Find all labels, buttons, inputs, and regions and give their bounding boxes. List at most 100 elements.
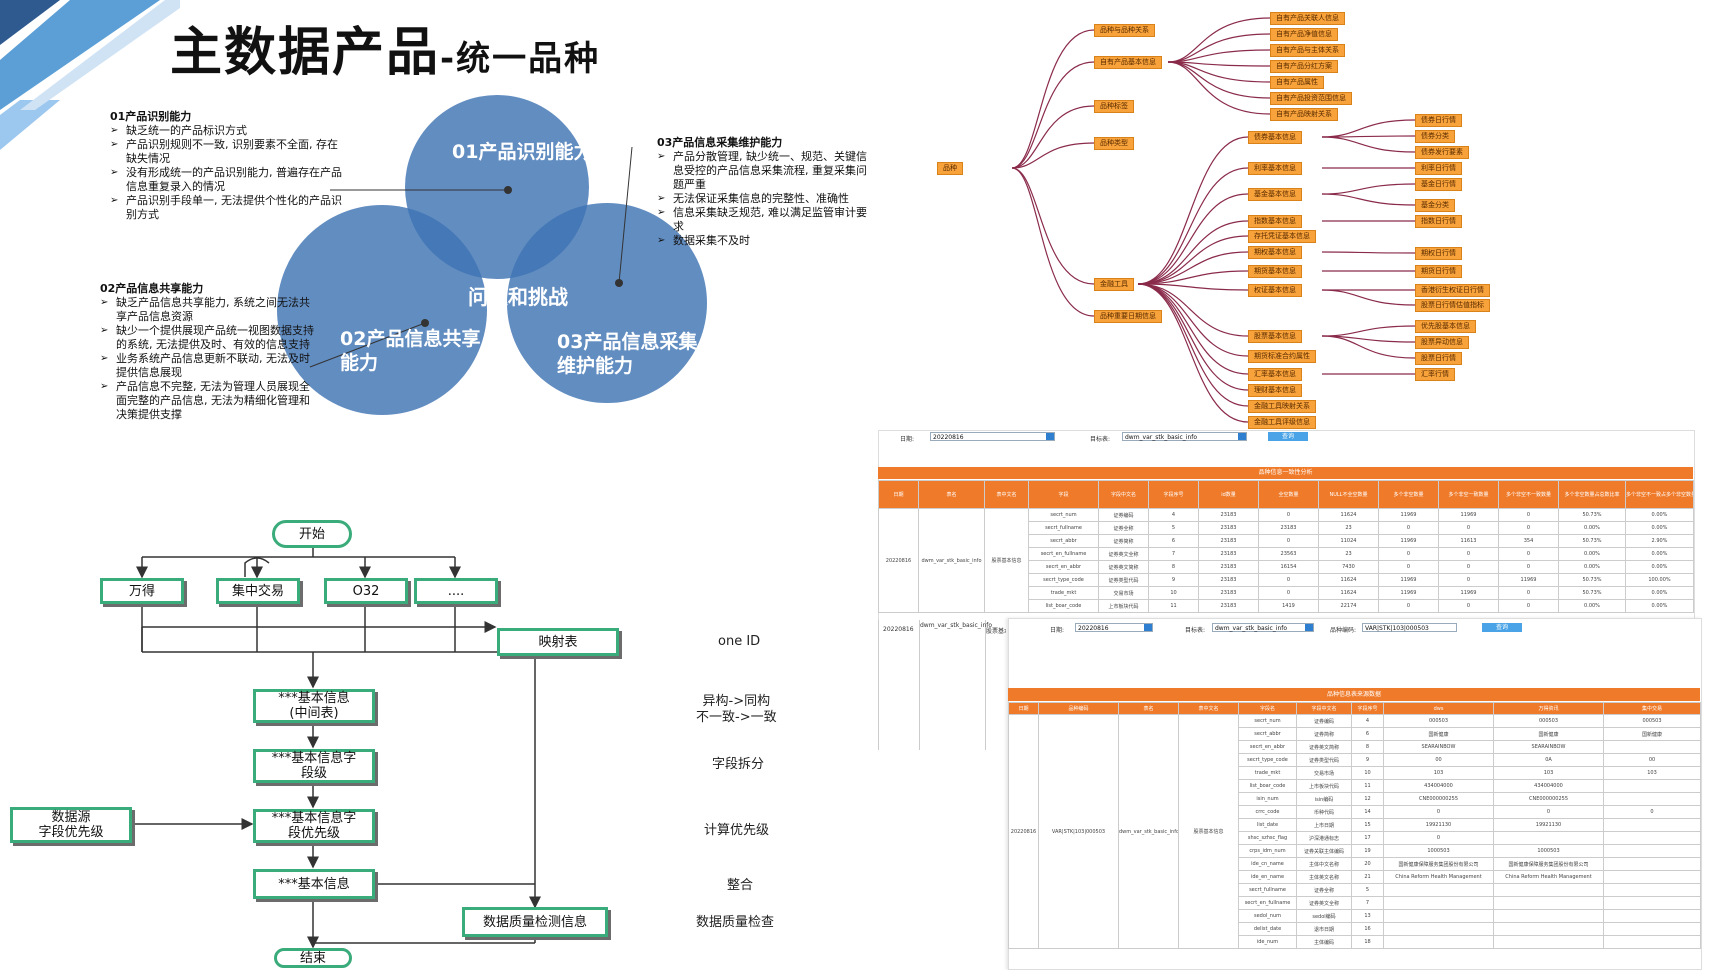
table-cell: 11969 bbox=[1378, 534, 1439, 548]
table-cell: 国新健康 bbox=[1383, 727, 1494, 741]
consistency-table-continuation bbox=[878, 620, 1010, 750]
table-cell: 50.73% bbox=[1558, 586, 1626, 600]
block-01-heading: 01产品识别能力 bbox=[110, 110, 192, 123]
table-cell: 000503 bbox=[1383, 714, 1494, 728]
table-cell: 6 bbox=[1148, 534, 1199, 548]
table-cell: 00 bbox=[1383, 753, 1494, 767]
date-cell: 20220816 bbox=[878, 508, 919, 613]
table-cell: 11969 bbox=[1378, 586, 1439, 600]
table-cell: 4 bbox=[1351, 714, 1384, 728]
flow-data-quality: 数据质量检测信息 bbox=[462, 907, 608, 937]
block-02-item: 业务系统产品信息更新不联动, 无法及时提供信息展现 bbox=[100, 352, 320, 380]
mindmap-root: 品种 bbox=[937, 162, 963, 175]
chevron-down-icon bbox=[1238, 433, 1246, 440]
table-header: 字段序号 bbox=[1148, 480, 1199, 509]
target-select-2[interactable]: dwm_var_stk_basic_info bbox=[1212, 623, 1314, 632]
table-cell: 证券英文简称 bbox=[1098, 560, 1149, 574]
flow-source-wind: 万得 bbox=[100, 578, 184, 604]
block-03-item: 信息采集缺乏规范, 难以满足监管审计要求 bbox=[657, 206, 867, 234]
table-cell: secrt_abbr bbox=[1238, 727, 1297, 741]
table-cell: 11624 bbox=[1318, 573, 1379, 587]
table-cell: secrt_en_abbr bbox=[1028, 560, 1099, 574]
table-cell bbox=[1603, 831, 1701, 845]
table-cell: 0 bbox=[1383, 831, 1494, 845]
table-cell: 103 bbox=[1603, 766, 1701, 780]
flow-source-more: .... bbox=[414, 578, 498, 604]
mindmap-node: 指数日行情 bbox=[1415, 215, 1462, 228]
code-label: 品种编码: bbox=[1330, 627, 1357, 634]
table-cell bbox=[1603, 844, 1701, 858]
target-select[interactable]: dwm_var_stk_basic_info bbox=[1122, 432, 1247, 441]
table-header: 品种编码 bbox=[1038, 702, 1119, 715]
table-cell: 00 bbox=[1603, 753, 1701, 767]
table-header: 字段中文名 bbox=[1296, 702, 1352, 715]
table-cell bbox=[1383, 922, 1494, 936]
table-cell: 1419 bbox=[1258, 599, 1319, 613]
mindmap-node: 香港衍生权证日行情 bbox=[1415, 284, 1490, 297]
table-cell bbox=[1383, 883, 1494, 897]
table-cell bbox=[1603, 870, 1701, 884]
table-cell: 7 bbox=[1148, 547, 1199, 561]
table-cell: 12 bbox=[1351, 792, 1384, 806]
date-select-2[interactable]: 20220816 bbox=[1075, 623, 1153, 632]
block-02: 02产品信息共享能力 缺乏产品信息共享能力, 系统之间无法共享产品信息资源 缺少… bbox=[100, 282, 320, 422]
block-02-heading: 02产品信息共享能力 bbox=[100, 282, 204, 295]
table-cell bbox=[1493, 909, 1604, 923]
table-cell: sedol_num bbox=[1238, 909, 1297, 923]
table-cell bbox=[1603, 935, 1701, 949]
table-cell: 23183 bbox=[1198, 547, 1259, 561]
table-cell: list_boar_code bbox=[1238, 779, 1297, 793]
table-cell: 上市板块代码 bbox=[1296, 779, 1352, 793]
table-cell: secrt_abbr bbox=[1028, 534, 1099, 548]
table-cell: isin编码 bbox=[1296, 792, 1352, 806]
block-03-item: 数据采集不及时 bbox=[657, 234, 867, 248]
mindmap-node: 品种标签 bbox=[1094, 100, 1134, 113]
table-cell: 币种代码 bbox=[1296, 805, 1352, 819]
table-cell: China Reform Health Management bbox=[1383, 870, 1494, 884]
table-cell: 21 bbox=[1351, 870, 1384, 884]
table-header: 多个非空一致数量 bbox=[1438, 480, 1499, 509]
table-cell: 上市日期 bbox=[1296, 818, 1352, 832]
chevron-down-icon bbox=[1046, 433, 1054, 440]
mindmap-node: 品种与品种关系 bbox=[1094, 24, 1155, 37]
table-cell: trade_mkt bbox=[1028, 586, 1099, 600]
table-cell bbox=[1493, 896, 1604, 910]
flow-end: 结束 bbox=[274, 948, 352, 968]
code-input[interactable]: VAR|STK|103|000503 bbox=[1362, 623, 1457, 632]
mindmap-node: 优先股基本信息 bbox=[1415, 320, 1476, 333]
mindmap-node: 汇率行情 bbox=[1415, 368, 1455, 381]
table-cell: 0.00% bbox=[1625, 599, 1694, 613]
table-cell: 0 bbox=[1498, 599, 1559, 613]
table-cell: 000503 bbox=[1603, 714, 1701, 728]
source-title-bar: 品种信息表来源数据 bbox=[1008, 688, 1700, 701]
query-button[interactable]: 查询 bbox=[1268, 432, 1308, 441]
table-cell: 0 bbox=[1258, 508, 1319, 522]
date-label-2: 日期: bbox=[1050, 627, 1065, 634]
table-cell: 交易市场 bbox=[1098, 586, 1149, 600]
table-cell: secrt_fullname bbox=[1238, 883, 1297, 897]
table-header: 字段名 bbox=[1238, 702, 1297, 715]
query-button-2[interactable]: 查询 bbox=[1482, 623, 1522, 632]
table-cell: 0 bbox=[1438, 521, 1499, 535]
table-header: 日期 bbox=[878, 480, 919, 509]
table-header: 多个非空不一致数量 bbox=[1498, 480, 1559, 509]
table-cell: 0 bbox=[1498, 508, 1559, 522]
table-cell: 0 bbox=[1438, 573, 1499, 587]
mindmap-node: 自有产品净值信息 bbox=[1270, 28, 1338, 41]
block-02-item: 缺少一个提供展现产品统一视图数据支持的系统, 无法提供及时、有效的信息支持 bbox=[100, 324, 320, 352]
table-header: 表中文名 bbox=[1178, 702, 1239, 715]
table-cell: 1000503 bbox=[1383, 844, 1494, 858]
table-cell: 0 bbox=[1438, 599, 1499, 613]
table-cell: 0A bbox=[1493, 753, 1604, 767]
date-select[interactable]: 20220816 bbox=[930, 432, 1055, 441]
mindmap-node: 存托凭证基本信息 bbox=[1248, 230, 1316, 243]
mindmap-node: 债券发行要素 bbox=[1415, 146, 1469, 159]
table-cell bbox=[1493, 922, 1604, 936]
table-cell bbox=[1603, 740, 1701, 754]
table-cell: 10 bbox=[1148, 586, 1199, 600]
table-cell bbox=[1603, 922, 1701, 936]
table-cell: 0 bbox=[1378, 521, 1439, 535]
